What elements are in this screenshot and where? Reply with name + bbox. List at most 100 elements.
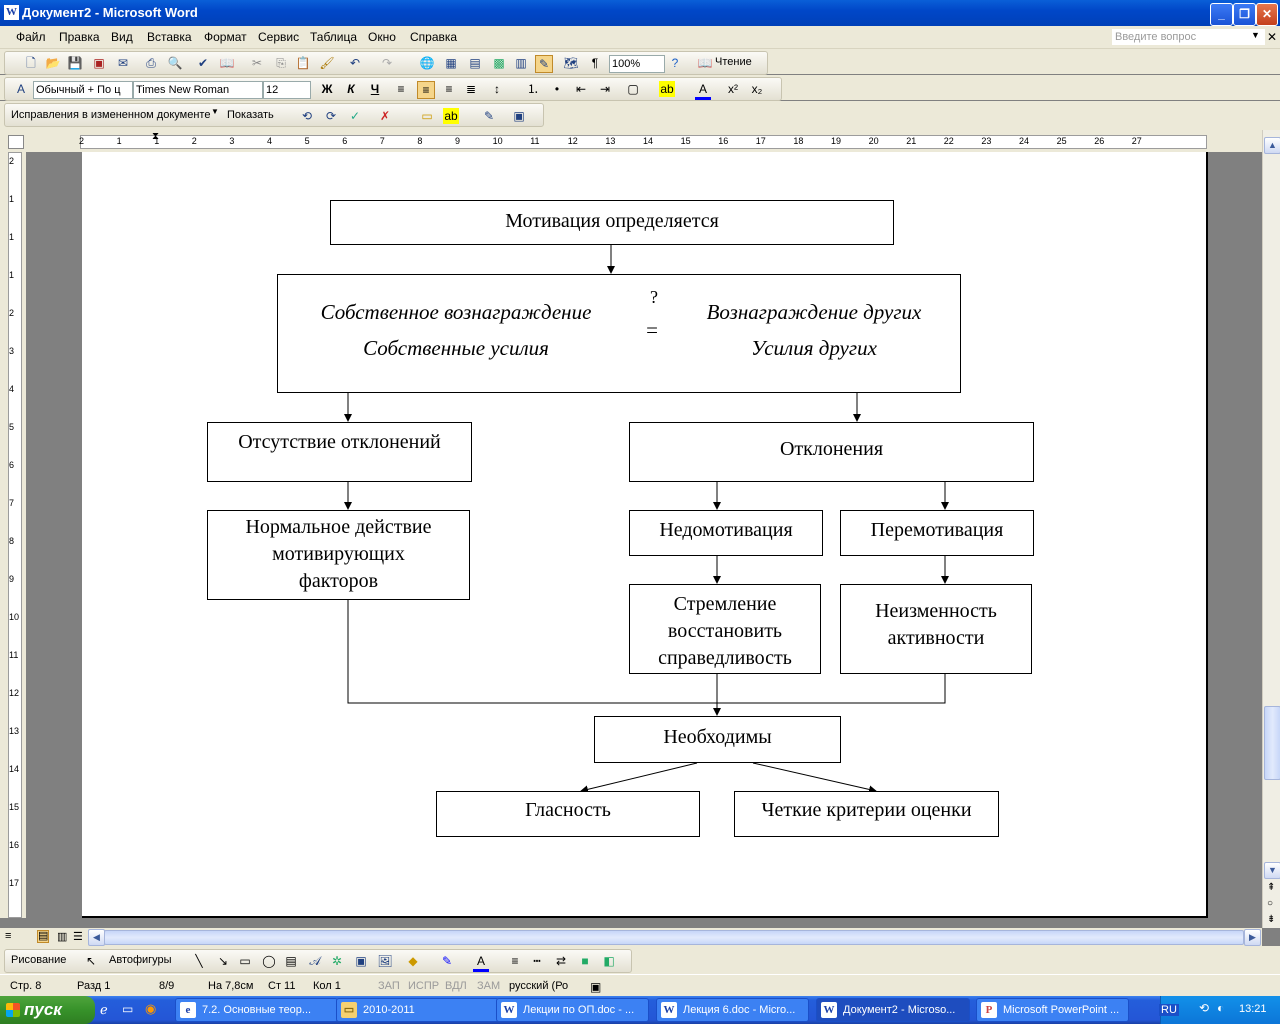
box-glasnost[interactable]: Гласность xyxy=(436,791,700,837)
status-ext[interactable]: ВДЛ xyxy=(445,980,467,992)
outline-view-icon[interactable]: ☰ xyxy=(73,931,83,943)
draw-font-color-icon[interactable]: A xyxy=(473,953,489,972)
email-icon[interactable]: ✉ xyxy=(117,56,129,70)
dash-style-icon[interactable]: ┅ xyxy=(533,954,541,968)
menu-edit[interactable]: Правка xyxy=(59,30,100,44)
fill-color-icon[interactable]: ◆ xyxy=(408,954,418,968)
maximize-button[interactable]: ❐ xyxy=(1233,3,1256,26)
normal-view-icon[interactable]: ≡ xyxy=(5,930,12,942)
box-motivation[interactable]: Мотивация определяется xyxy=(330,200,894,245)
styles-icon[interactable]: A xyxy=(16,82,25,96)
oval-tool-icon[interactable]: ◯ xyxy=(262,954,276,968)
network-icon[interactable]: ⟲ xyxy=(1199,1001,1210,1015)
line-spacing-icon[interactable]: ↕ xyxy=(494,82,500,96)
research-icon[interactable]: 📖 xyxy=(219,56,235,70)
underline-button[interactable]: Ч xyxy=(370,82,380,96)
permission-icon[interactable]: ▣ xyxy=(93,56,105,70)
shadow-style-icon[interactable]: ■ xyxy=(581,954,589,968)
show-menu-button[interactable]: Показать xyxy=(227,109,274,121)
accept-change-icon[interactable]: ✓ xyxy=(349,109,361,123)
volume-icon[interactable]: ◐ xyxy=(1217,1001,1225,1015)
insert-comment-icon[interactable]: ▭ xyxy=(421,109,433,123)
box-under[interactable]: Недомотивация xyxy=(629,510,823,556)
ie-quicklaunch-icon[interactable]: ℯ xyxy=(100,1002,108,1017)
italic-button[interactable]: К xyxy=(347,82,355,96)
close-document-icon[interactable]: ✕ xyxy=(1267,30,1278,44)
next-page-icon[interactable]: ⇟ xyxy=(1267,914,1276,925)
vertical-scrollbar[interactable]: ▲ ▼ ⇞ ○ ⇟ xyxy=(1262,130,1280,928)
browse-object-icon[interactable]: ○ xyxy=(1267,898,1274,909)
font-size-select[interactable]: 12 xyxy=(263,81,311,99)
tab-selector[interactable] xyxy=(8,135,24,149)
clipart-icon[interactable]: ▣ xyxy=(355,954,367,968)
drawing-menu[interactable]: Рисование xyxy=(11,954,67,966)
rectangle-tool-icon[interactable]: ▭ xyxy=(239,954,251,968)
columns-icon[interactable]: ▥ xyxy=(515,56,527,70)
textbox-tool-icon[interactable]: ▤ xyxy=(285,954,297,968)
scroll-left-button[interactable]: ◀ xyxy=(88,929,105,946)
language-indicator[interactable]: RU xyxy=(1159,1004,1179,1016)
menu-help[interactable]: Справка xyxy=(410,30,458,44)
menu-window[interactable]: Окно xyxy=(368,30,396,44)
read-button[interactable]: Чтение xyxy=(715,56,752,68)
line-style-icon[interactable]: ≡ xyxy=(511,954,519,968)
minimize-button[interactable]: _ xyxy=(1210,3,1233,26)
bold-button[interactable]: Ж xyxy=(321,82,333,96)
format-painter-icon[interactable]: 🖌 xyxy=(319,56,335,70)
print-icon[interactable]: ⎙ xyxy=(146,56,156,70)
display-for-review-select[interactable]: Исправления в измененном документе xyxy=(11,109,211,121)
hyperlink-icon[interactable]: 🌐 xyxy=(419,56,435,70)
show-hide-icon[interactable]: ¶ xyxy=(591,56,599,70)
scroll-up-button[interactable]: ▲ xyxy=(1264,137,1280,154)
browser-quicklaunch-icon[interactable]: ◉ xyxy=(145,1001,157,1016)
next-change-icon[interactable]: ⟳ xyxy=(325,109,337,123)
box-over[interactable]: Перемотивация xyxy=(840,510,1034,556)
box-unchanged[interactable]: Неизменность активности xyxy=(840,584,1032,674)
wordart-icon[interactable]: 𝒜 xyxy=(309,954,321,968)
arrow-tool-icon[interactable]: ↘ xyxy=(217,954,229,968)
picture-icon[interactable]: 🖼 xyxy=(377,954,393,968)
subscript-icon[interactable]: x₂ xyxy=(751,82,763,96)
increase-indent-icon[interactable]: ⇥ xyxy=(599,82,611,96)
desktop-quicklaunch-icon[interactable]: ▭ xyxy=(122,1002,134,1016)
box-needed[interactable]: Необходимы xyxy=(594,716,841,763)
ask-dropdown-icon[interactable]: ▼ xyxy=(1251,30,1260,40)
help-icon[interactable]: ? xyxy=(671,56,679,70)
box-no-deviation[interactable]: Отсутствие отклонений xyxy=(207,422,472,482)
box-deviation[interactable]: Отклонения xyxy=(629,422,1034,482)
align-center-icon[interactable]: ≡ xyxy=(417,81,435,99)
line-color-icon[interactable]: ✎ xyxy=(441,954,453,968)
read-icon[interactable]: 📖 xyxy=(697,56,713,70)
vertical-scroll-thumb[interactable] xyxy=(1264,706,1280,780)
bullets-icon[interactable]: • xyxy=(554,82,560,96)
open-icon[interactable]: 📂 xyxy=(45,56,61,70)
diagram-icon[interactable]: ✲ xyxy=(331,954,343,968)
menu-tools[interactable]: Сервис xyxy=(258,30,300,44)
decrease-indent-icon[interactable]: ⇤ xyxy=(575,82,587,96)
previous-page-icon[interactable]: ⇞ xyxy=(1267,882,1276,893)
box-restore[interactable]: Стремление восстановить справедливость xyxy=(629,584,821,674)
print-preview-icon[interactable]: 🔍 xyxy=(167,56,183,70)
reading-view-icon[interactable]: ▥ xyxy=(57,931,68,943)
style-select[interactable]: Обычный + По ц xyxy=(33,81,133,99)
close-button[interactable]: ✕ xyxy=(1256,3,1278,26)
drawing-icon[interactable]: ✎ xyxy=(535,55,553,73)
spelling-icon[interactable]: ✔ xyxy=(197,56,209,70)
superscript-icon[interactable]: x² xyxy=(728,82,738,96)
status-language[interactable]: русский (Ро xyxy=(509,980,569,992)
insert-excel-icon[interactable]: ▩ xyxy=(493,56,505,70)
spelling-status-icon[interactable]: ▣ xyxy=(590,980,602,994)
new-document-icon[interactable]: 🗋 xyxy=(26,56,36,70)
horizontal-scroll-thumb[interactable] xyxy=(104,930,1244,945)
indent-marker-icon[interactable]: ⧗ xyxy=(152,131,160,142)
box-criteria[interactable]: Четкие критерии оценки xyxy=(734,791,999,837)
zoom-select[interactable]: 100% xyxy=(609,55,665,73)
highlight-icon[interactable]: ab xyxy=(659,81,675,97)
align-right-icon[interactable]: ≡ xyxy=(445,82,453,96)
select-objects-icon[interactable]: ↖ xyxy=(85,954,97,968)
